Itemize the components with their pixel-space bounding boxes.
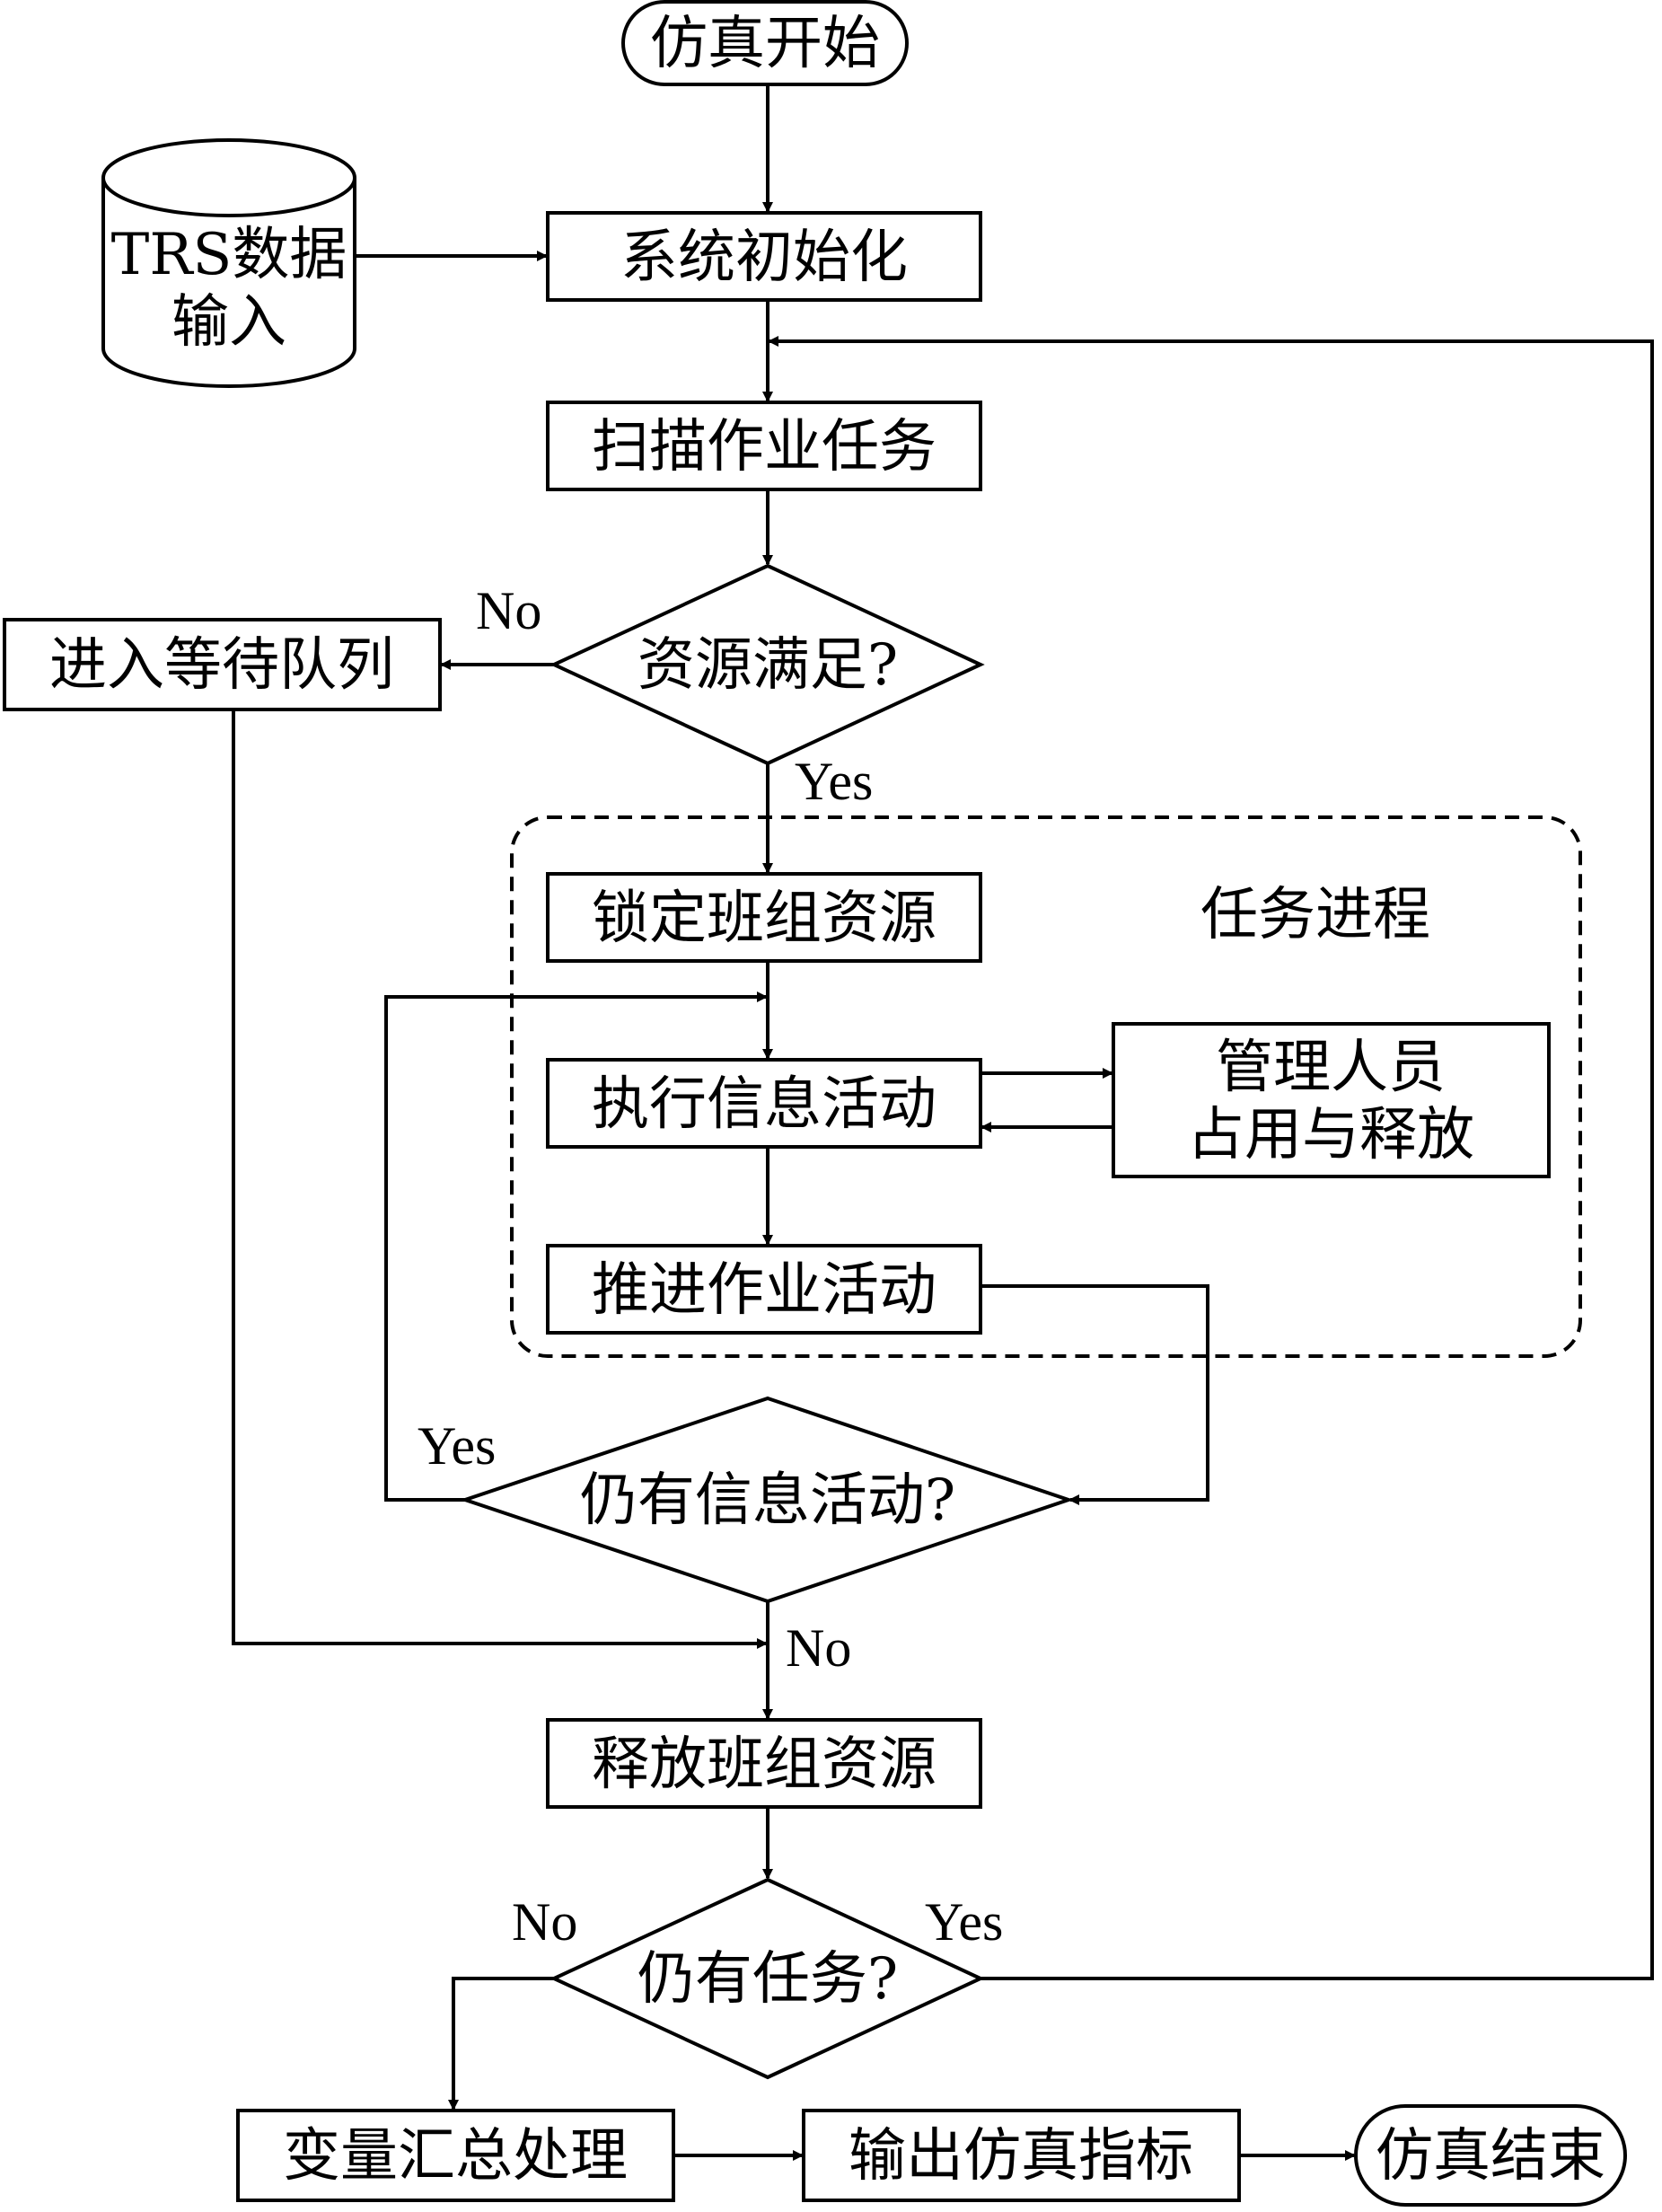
exec-info-node xyxy=(546,1058,982,1149)
connectors xyxy=(232,84,1654,2161)
end-node xyxy=(1354,2104,1627,2207)
exec-info-label: 执行信息活动 xyxy=(592,1071,937,1138)
manager-node xyxy=(1112,1022,1551,1178)
scan-node xyxy=(546,401,982,491)
task-check-node xyxy=(550,1877,985,2080)
advance-label: 推进作业活动 xyxy=(592,1257,937,1324)
advance-node xyxy=(546,1244,982,1335)
db-label-line2: 输入 xyxy=(171,289,286,356)
summary-node xyxy=(236,2109,675,2202)
info-check-label: 仍有信息活动? xyxy=(580,1467,955,1534)
task-process-label: 任务进程 xyxy=(1200,882,1430,948)
edge-label-resource-yes: Yes xyxy=(795,752,873,811)
release-node xyxy=(546,1718,982,1809)
edge-label-info-no: No xyxy=(786,1618,851,1678)
wait-queue-label: 进入等待队列 xyxy=(49,632,394,699)
manager-label-line1: 管理人员 xyxy=(1216,1035,1446,1101)
start-node xyxy=(621,0,909,86)
task-process-group xyxy=(510,815,1582,1358)
task-check-label: 仍有任务? xyxy=(638,1946,898,2013)
lock-node xyxy=(546,872,982,963)
lock-label: 锁定班组资源 xyxy=(592,886,937,952)
edge-label-info-yes: Yes xyxy=(418,1416,496,1476)
init-label: 系统初始化 xyxy=(620,225,908,291)
start-label: 仿真开始 xyxy=(650,11,880,77)
manager-label-line2: 占用与释放 xyxy=(1187,1102,1474,1168)
summary-label: 变量汇总处理 xyxy=(283,2123,628,2190)
output-node xyxy=(802,2109,1241,2202)
output-label: 输出仿真指标 xyxy=(849,2123,1193,2190)
init-node xyxy=(546,211,982,302)
edge-label-resource-no: No xyxy=(476,581,541,640)
edge-label-task-yes: Yes xyxy=(925,1892,1003,1952)
edge-label-task-no: No xyxy=(512,1892,577,1952)
release-label: 释放班组资源 xyxy=(592,1732,937,1798)
db-label-line1: TRS数据 xyxy=(111,222,347,288)
resource-check-label: 资源满足? xyxy=(638,632,898,699)
end-label: 仿真结束 xyxy=(1376,2123,1605,2190)
wait-queue-node xyxy=(3,618,442,711)
database-icon xyxy=(101,138,356,388)
scan-label: 扫描作业任务 xyxy=(592,414,937,480)
